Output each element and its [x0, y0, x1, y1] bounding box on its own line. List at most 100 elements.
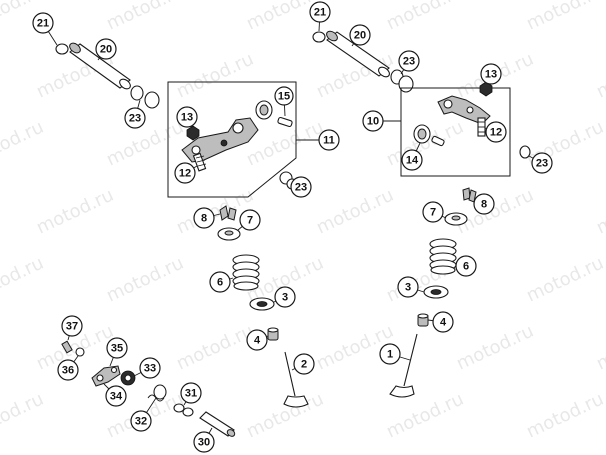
- callout-number: 15: [278, 91, 290, 103]
- callout-number: 12: [490, 127, 502, 139]
- callout-number: 4: [254, 335, 261, 347]
- callout-circle: [95, 38, 117, 60]
- callout-number: 4: [440, 317, 447, 329]
- callout-circle: [193, 431, 215, 453]
- callout-23d: 23: [531, 152, 553, 174]
- adjust-screw-12-left: [192, 152, 207, 172]
- o-ring-31-a: [173, 403, 185, 413]
- callout-number: 20: [100, 44, 112, 56]
- pin-15: [277, 116, 293, 128]
- callout-number: 20: [354, 30, 366, 42]
- callout-circle: [432, 311, 454, 333]
- callout-circle: [485, 121, 507, 143]
- callout-3a: 3: [274, 286, 296, 308]
- callout-number: 8: [481, 199, 487, 211]
- callout-circle: [473, 193, 495, 215]
- pin-14: [431, 135, 445, 147]
- callout-circle: [309, 1, 331, 23]
- callout-21a: 21: [32, 12, 54, 34]
- callout-number: 23: [129, 113, 141, 125]
- callout-15: 15: [274, 86, 294, 106]
- callout-number: 13: [485, 69, 497, 81]
- rocker-arm-group-box-10: [400, 87, 511, 177]
- callout-13b: 13: [480, 63, 502, 85]
- callout-number: 3: [282, 292, 288, 304]
- callout-circle: [379, 343, 401, 365]
- callout-8a: 8: [193, 207, 215, 229]
- valve-seal-4-left: [267, 327, 279, 341]
- callout-12a: 12: [174, 162, 196, 184]
- callout-number: 13: [181, 112, 193, 124]
- callout-number: 1: [387, 349, 393, 361]
- callout-12b: 12: [485, 121, 507, 143]
- rocker-shaft-20-right: [326, 30, 390, 78]
- callout-number: 32: [135, 416, 147, 428]
- watermark-text: motod.ru: [33, 185, 117, 239]
- rocker-shaft-20-left: [69, 42, 131, 90]
- callout-circle: [398, 50, 420, 72]
- callout-number: 33: [144, 363, 156, 375]
- watermark-text: motod.ru: [0, 389, 47, 443]
- callout-circle: [246, 329, 268, 351]
- callout-circle: [61, 315, 83, 337]
- callout-circle: [105, 385, 127, 407]
- valve-2: [283, 351, 309, 408]
- callout-number: 36: [62, 365, 74, 377]
- o-ring-23-right-c: [519, 145, 531, 159]
- callout-6b: 6: [455, 255, 477, 277]
- callout-10: 10: [362, 110, 384, 132]
- callout-circle: [106, 337, 128, 359]
- valve-keepers-8-right: [462, 187, 477, 203]
- callout-20a: 20: [95, 38, 117, 60]
- callout-circle: [362, 110, 384, 132]
- watermark-text: motod.ru: [383, 0, 467, 35]
- o-ring-23-left-b: [144, 91, 160, 109]
- callout-circle: [480, 63, 502, 85]
- callout-circle: [209, 271, 231, 293]
- callout-3b: 3: [397, 276, 419, 298]
- valve-spring-6-left: [232, 254, 260, 291]
- rocker-arm-group-box-11: [167, 81, 297, 198]
- callout-number: 23: [295, 182, 307, 194]
- valve-seal-4-right: [417, 313, 429, 327]
- adjust-screw-12-right: [477, 117, 486, 137]
- callout-4b: 4: [432, 311, 454, 333]
- roller-bearing-right: [413, 124, 431, 144]
- callout-8b: 8: [473, 193, 495, 215]
- valve-spring-6-right: [429, 238, 457, 275]
- callout-number: 35: [111, 343, 123, 355]
- callout-31: 31: [180, 382, 202, 404]
- watermark-text: motod.ru: [243, 389, 327, 443]
- callout-circle: [401, 149, 423, 171]
- callout-circle: [239, 209, 261, 231]
- callout-14: 14: [401, 149, 423, 171]
- watermark-text: motod.ru: [453, 321, 537, 375]
- callout-number: 12: [179, 168, 191, 180]
- callout-23c: 23: [398, 50, 420, 72]
- callout-number: 8: [201, 213, 207, 225]
- watermark-text: motod.ru: [173, 321, 257, 375]
- shaft-30: [199, 411, 236, 437]
- callout-7b: 7: [422, 201, 444, 223]
- callout-circle: [274, 86, 294, 106]
- o-ring-21-right: [312, 31, 326, 43]
- nut-13-left: [186, 125, 200, 141]
- callout-number: 21: [37, 18, 49, 30]
- callout-number: 7: [430, 207, 436, 219]
- valve-keepers-8-left: [219, 205, 237, 221]
- callout-number: 11: [323, 135, 335, 147]
- watermark-text: motod.ru: [103, 253, 187, 307]
- watermark-text: motod.ru: [0, 253, 47, 307]
- callout-circle: [124, 107, 146, 129]
- callout-number: 2: [301, 359, 307, 371]
- callout-1: 1: [379, 343, 401, 365]
- watermark-text: motod.ru: [103, 117, 187, 171]
- callout-number: 3: [405, 282, 411, 294]
- o-ring-23-left-a: [130, 85, 144, 101]
- callout-circle: [455, 255, 477, 277]
- callout-circle: [130, 410, 152, 432]
- callout-circle: [274, 286, 296, 308]
- callout-35: 35: [106, 337, 128, 359]
- callout-36: 36: [57, 359, 79, 381]
